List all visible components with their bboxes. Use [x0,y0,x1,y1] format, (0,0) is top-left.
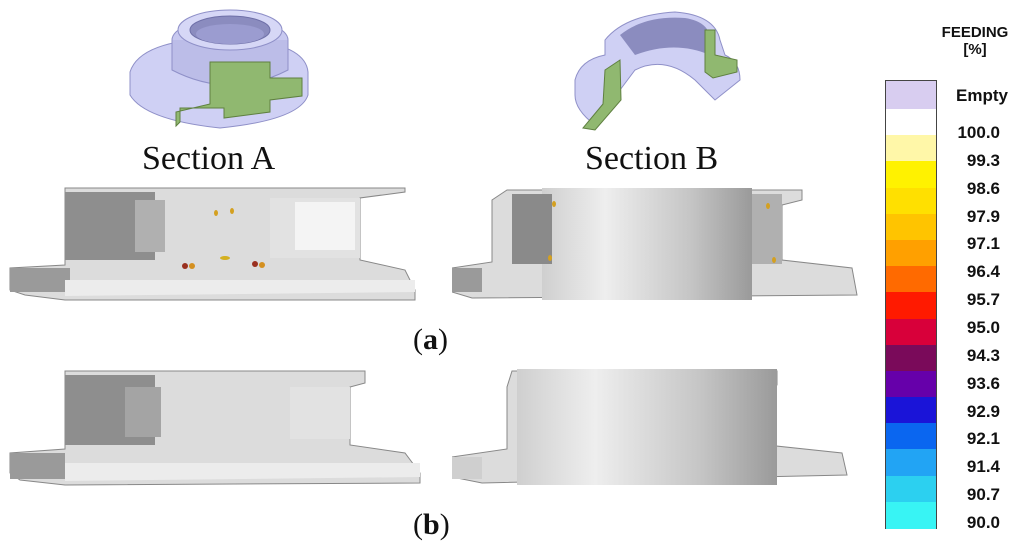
legend-value-label: 97.9 [966,206,1000,226]
legend-value-label: 98.6 [966,178,1000,198]
legend-swatch [886,423,936,450]
legend-value-label: 95.0 [966,318,1000,337]
row-a-section-a-render [9,187,416,301]
legend-swatch [886,475,936,503]
legend-empty-label: Empty [956,86,1008,105]
legend-swatch [886,266,936,293]
section-b-3d-view [574,11,741,131]
legend-value-label: 91.4 [966,457,1000,477]
legend-value-label: 94.3 [966,345,1000,365]
legend-value-label: 100.0 [957,123,1000,142]
legend-swatch-empty [886,81,936,109]
legend-value-label: 90.7 [966,485,1000,505]
legend-value-label: 93.6 [966,373,1000,393]
legend-swatch [886,397,936,424]
row-b-section-a-render [9,370,421,486]
legend-swatch [886,135,936,162]
legend-swatch [886,449,936,477]
legend-swatch [886,161,936,189]
legend-swatch [886,318,936,346]
legend-value-label: 96.4 [966,262,1000,282]
legend-swatch [886,187,936,215]
feeding-defects-a [182,208,265,269]
legend-swatch [886,213,936,241]
legend-swatch [886,109,936,136]
legend-value-label: 95.7 [966,290,1000,310]
row-b-section-b-render [452,369,848,485]
row-b-label: (b) [413,508,450,541]
legend-title: FEEDING [%] [941,24,1009,58]
legend-swatch [886,239,936,267]
legend-swatch [886,370,936,398]
row-a-label: (a) [413,323,448,356]
legend-swatch [886,292,936,319]
legend-swatch [886,344,936,372]
legend-value-label: 90.0 [966,513,1000,532]
legend-value-label: 99.3 [966,150,1000,170]
section-b-caption: Section B [585,140,719,177]
legend-swatch [886,501,936,529]
section-a-caption: Section A [142,140,276,177]
feeding-legend-colorbar [885,80,937,529]
row-a-section-b-render [452,188,858,300]
section-a-3d-view [129,9,309,129]
legend-value-label: 92.9 [966,401,1000,421]
legend-value-label: 92.1 [966,429,1000,449]
legend-value-label: 97.1 [966,234,1000,254]
